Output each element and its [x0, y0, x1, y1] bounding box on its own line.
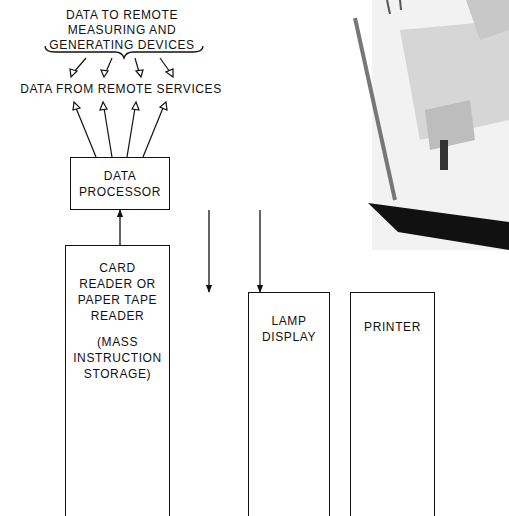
down-arrow [135, 58, 139, 72]
output-box: PRINTER [350, 292, 435, 516]
photo-slot [440, 140, 448, 170]
arrow-head [166, 69, 173, 77]
storage-box: CARD READER OR PAPER TAPE READER (MASS IN… [65, 245, 170, 516]
process-box: DATA PROCESSOR [70, 157, 170, 210]
down-arrow [74, 58, 86, 72]
connector-arrow [259, 210, 260, 292]
photo-shadow [368, 203, 509, 250]
arrow-head [160, 102, 167, 110]
photo-panel [425, 100, 475, 150]
photo-panel [466, 0, 509, 40]
node-title: DATA PROCESSOR [77, 168, 163, 200]
arrow-head [70, 69, 77, 77]
connector-arrow [119, 210, 120, 245]
node-note: (MASS INSTRUCTION STORAGE) [72, 334, 163, 382]
signal-label: DATA TO REMOTE MEASURING AND GENERATING … [42, 8, 202, 53]
signal-label: DATA FROM REMOTE SERVICES [5, 82, 237, 97]
photo-edge [400, 0, 401, 10]
node-title: LAMP DISPLAY [255, 313, 323, 345]
node-title: CARD READER OR PAPER TAPE READER [72, 260, 163, 324]
down-arrow [106, 58, 112, 72]
photo-edge [387, 0, 390, 14]
arrow-head [132, 102, 139, 110]
up-arrow [104, 108, 112, 157]
up-arrow [127, 108, 135, 157]
down-arrow [160, 58, 170, 72]
node-title: PRINTER [364, 319, 421, 335]
arrow-head [136, 70, 143, 77]
up-arrow [76, 108, 96, 157]
photo-edge [355, 18, 395, 200]
arrow-head [101, 70, 108, 77]
arrow-head [100, 102, 107, 110]
output-box: LAMP DISPLAY [248, 292, 330, 516]
up-arrow [143, 108, 163, 157]
arrow-head [73, 102, 80, 110]
connector-arrow [208, 210, 209, 292]
